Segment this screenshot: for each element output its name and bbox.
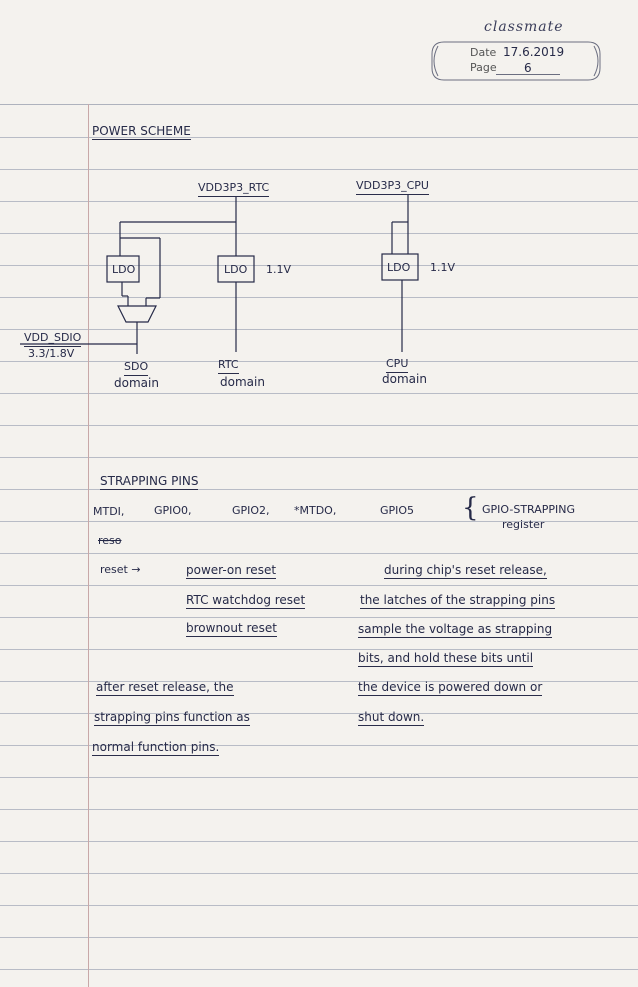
vdd-sdio-label: VDD_SDIO [24,331,82,347]
note-line-2: the latches of the strapping pins [360,593,556,609]
domain-cpu-name: CPU [386,357,409,373]
top-rule [0,104,638,105]
after-line-1: after reset release, the [96,680,234,696]
after-line-3: normal function pins. [92,740,220,756]
pin-gpio0: GPIO0, [154,504,192,517]
pin-mtdi: MTDI, [93,505,125,518]
domain-sdio-word: domain [114,376,159,390]
power-scheme-diagram [20,194,419,354]
group-label-register: register [502,518,545,531]
reset-item-rtc-watchdog: RTC watchdog reset [186,593,306,609]
power-scheme-title: POWER SCHEME [92,124,191,140]
ldo-rtc-label: LDO [224,263,248,276]
brand-logo: classmate [484,19,564,35]
page-underline [496,74,560,75]
margin-line [88,104,89,987]
note-line-1: during chip's reset release, [384,563,547,579]
domain-sdio-name: SDO [124,360,149,376]
ldo-rtc-voltage: 1.1V [266,263,292,276]
note-line-6: shut down. [358,710,425,726]
page-value: 6 [524,61,532,75]
strapping-title: STRAPPING PINS [100,474,199,490]
note-line-5: the device is powered down or [358,680,543,696]
reset-item-brownout: brownout reset [186,621,277,637]
note-line-4: bits, and hold these bits until [358,651,534,667]
domain-rtc-name: RTC [218,358,239,374]
note-line-3: sample the voltage as strapping [358,622,553,638]
group-label-gpio-strapping: GPIO-STRAPPING [482,503,576,516]
date-box-frame [431,41,601,81]
rail-rtc-label: VDD3P3_RTC [198,181,270,197]
date-label: Date [470,46,497,59]
rail-cpu-label: VDD3P3_CPU [356,179,429,195]
ldo-cpu-voltage: 1.1V [430,261,456,274]
date-value: 17.6.2019 [503,45,565,59]
domain-cpu-word: domain [382,372,427,386]
reset-item-power-on: power-on reset [186,563,277,579]
reset-label: reset → [100,563,141,576]
pins-brace: { [462,493,479,523]
ldo-sdio-label: LDO [112,263,136,276]
after-line-2: strapping pins function as [94,710,250,726]
vdd-sdio-voltage: 3.3/1.8V [28,347,75,360]
page-label: Page [470,61,497,74]
ldo-cpu-label: LDO [387,261,411,274]
pin-gpio2: GPIO2, [232,504,270,517]
domain-rtc-word: domain [220,375,265,389]
struck-word: reso [98,534,122,547]
pin-mtdo: *MTDO, [294,504,337,517]
pin-gpio5: GPIO5 [380,504,415,517]
